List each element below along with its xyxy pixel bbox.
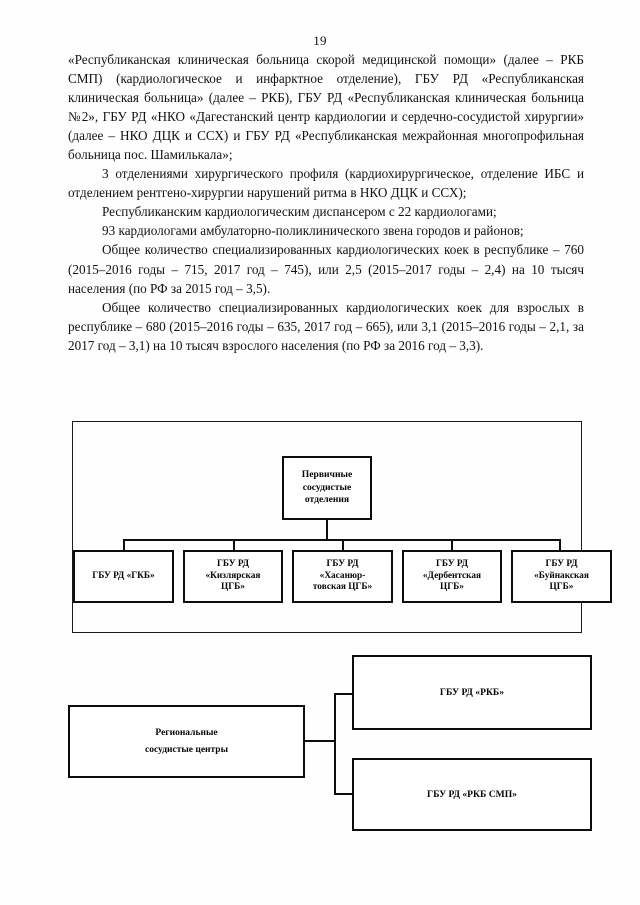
connector-to-rkb-smp [334,793,353,795]
node-line: «Хасанюр- [319,570,366,581]
paragraph-2: 3 отделениями хирургического профиля (ка… [68,166,584,201]
node-line: ГБУ РД [326,559,359,570]
connector-to-rkb [334,693,353,695]
node-line: сосудистые центры [144,744,229,755]
connector-bracket [334,693,336,795]
body-text: «Республиканская клиническая больница ск… [68,50,584,355]
diagram-primary-vascular-departments: Первичные сосудистые отделения ГБУ РД «Г… [72,421,612,633]
node-kizlyarskaya-cgb: ГБУ РД «Кизлярская ЦГБ» [183,550,283,603]
node-regional-vascular-centers: Региональные сосудистые центры [68,705,305,778]
node-primary-vascular-departments: Первичные сосудистые отделения [282,456,372,520]
node-line: «Дербентская [422,570,482,581]
node-line: «Кизлярская [205,570,261,581]
node-gkb: ГБУ РД «ГКБ» [73,550,174,603]
connector-root-stem [326,520,328,540]
diagram-regional-vascular-centers: Региональные сосудистые центры ГБУ РД «Р… [0,640,640,840]
connector-drop-4 [451,539,453,551]
node-hasavyurtovskaya-cgb: ГБУ РД «Хасанюр- товская ЦГБ» [292,550,393,603]
node-rkb: ГБУ РД «РКБ» [352,655,592,730]
connector-drop-2 [233,539,235,551]
paragraph-1: «Республиканская клиническая больница ск… [68,52,584,163]
paragraph-3: Республиканским кардиологическим диспанс… [102,204,497,220]
page-number: 19 [313,33,327,48]
node-line: ГБУ РД [217,559,249,570]
node-line: «Буйнакская [534,570,589,581]
node-line: ГБУ РД «РКБ» [439,686,505,698]
paragraph-4: 93 кардиологами амбулаторно-поликлиничес… [102,223,524,239]
node-line: ЦГБ» [549,582,574,593]
node-line: ЦГБ» [440,582,464,593]
node-line: Первичные [301,469,353,481]
node-rkb-smp: ГБУ РД «РКБ СМП» [352,758,592,831]
connector-left-stem [305,740,336,742]
node-line: ГБУ РД «ГКБ» [92,570,155,581]
node-derbentskaya-cgb: ГБУ РД «Дербентская ЦГБ» [402,550,502,603]
node-line: ГБУ РД [436,559,468,570]
node-line: ЦГБ» [221,582,245,593]
node-buynakskaya-cgb: ГБУ РД «Буйнакская ЦГБ» [511,550,612,603]
node-line: товская ЦГБ» [312,582,373,593]
node-line: ГБУ РД [545,559,578,570]
node-line: отделения [304,494,350,506]
paragraph-6: Общее количество специализированных кард… [68,299,584,353]
connector-drop-3 [342,539,344,551]
node-line: сосудистые [302,481,352,493]
paragraph-5: Общее количество специализированных кард… [68,242,584,296]
node-line: Региональные [155,727,218,738]
node-line: ГБУ РД «РКБ СМП» [427,788,517,800]
connector-drop-1 [123,539,125,551]
connector-drop-5 [559,539,561,551]
